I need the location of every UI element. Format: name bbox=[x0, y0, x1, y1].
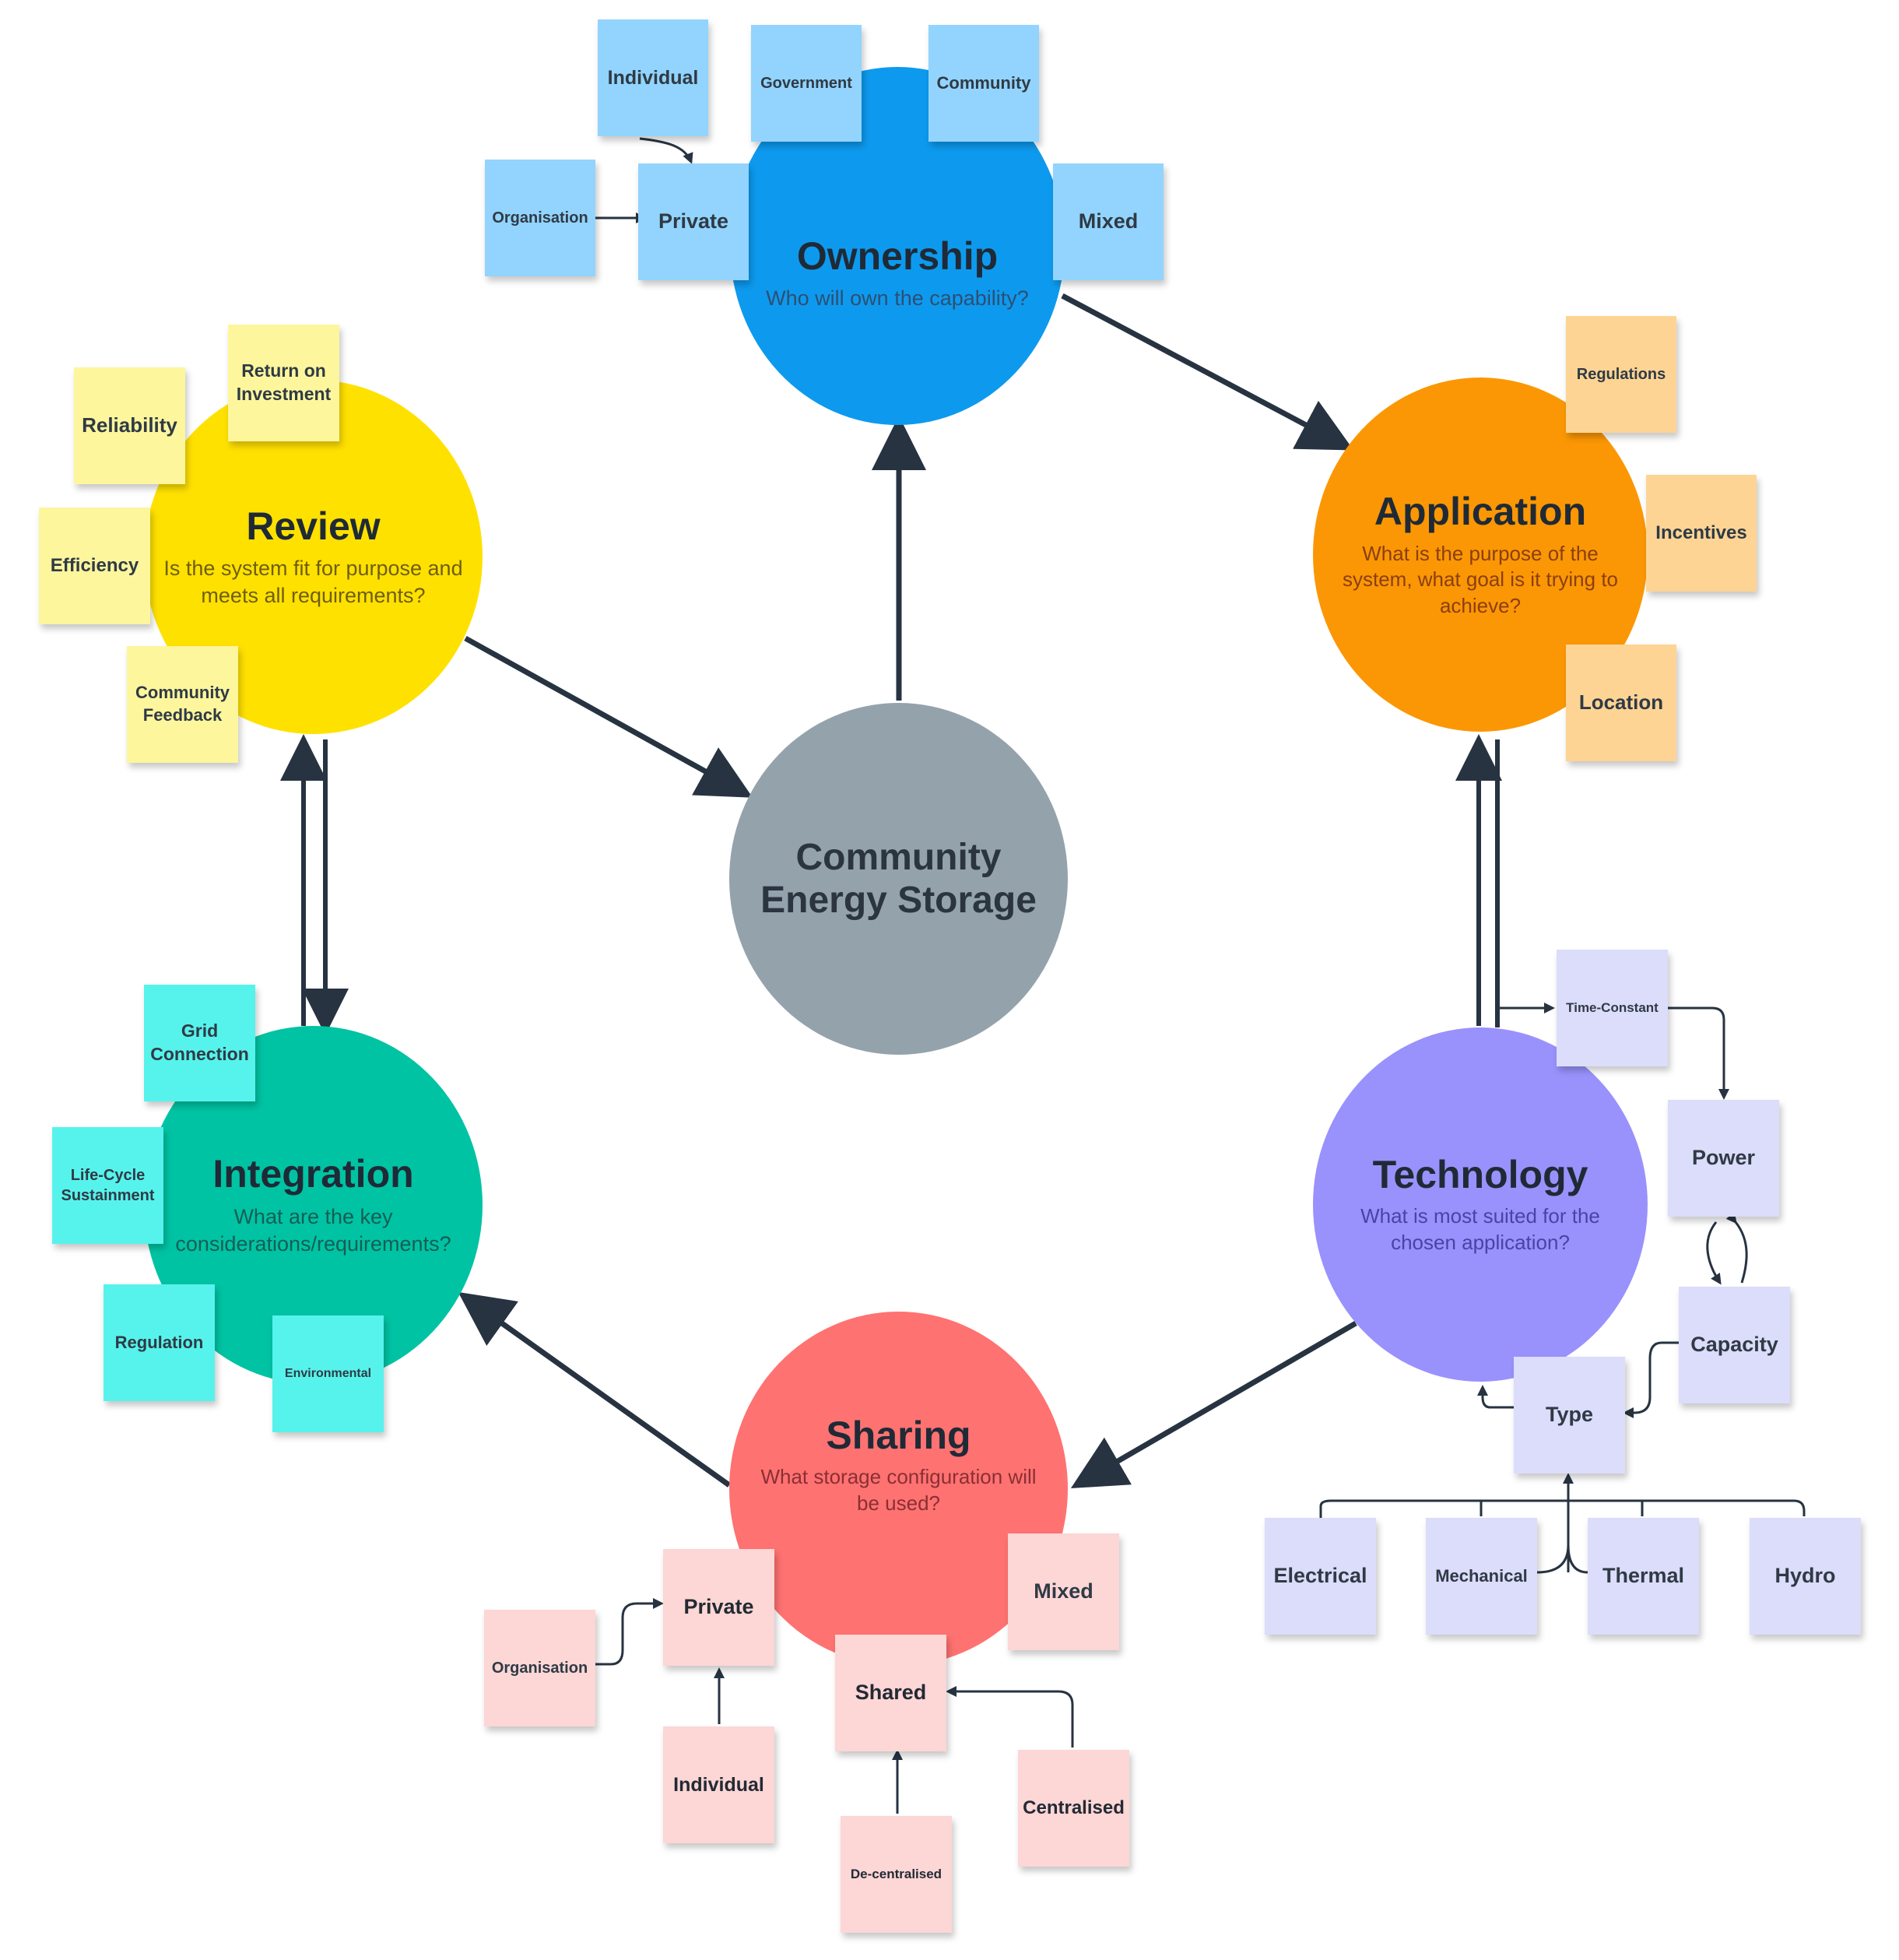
note-application-regulations[interactable]: Regulations bbox=[1566, 316, 1676, 433]
note-integration-regulation[interactable]: Regulation bbox=[104, 1284, 215, 1401]
note-integration-life-cycle[interactable]: Life-Cycle Sustainment bbox=[52, 1127, 163, 1244]
arrow-review-to-hub bbox=[464, 635, 753, 798]
sharing-question: What storage configuration will be used? bbox=[760, 1465, 1037, 1516]
link-timeconstant-power bbox=[1668, 1006, 1729, 1100]
note-sharing-mixed[interactable]: Mixed bbox=[1008, 1533, 1119, 1650]
link-centralised-shared bbox=[946, 1686, 1074, 1747]
technology-title: Technology bbox=[1372, 1152, 1588, 1196]
application-question: What is the purpose of the system, what … bbox=[1342, 541, 1619, 618]
technology-question: What is most suited for the chosen appli… bbox=[1360, 1204, 1600, 1255]
note-review-return-on-investment[interactable]: Return on Investment bbox=[228, 325, 339, 441]
link-capacity-type bbox=[1623, 1341, 1679, 1418]
review-question: Is the system fit for purpose and meets … bbox=[163, 557, 463, 608]
note-sharing-shared[interactable]: Shared bbox=[835, 1635, 946, 1751]
link-power-capacity bbox=[1706, 1221, 1722, 1285]
note-ownership-community[interactable]: Community bbox=[928, 25, 1039, 142]
note-sharing-individual[interactable]: Individual bbox=[663, 1726, 774, 1843]
note-sharing-centralised[interactable]: Centralised bbox=[1018, 1750, 1129, 1867]
note-sharing-organisation[interactable]: Organisation bbox=[484, 1610, 595, 1726]
note-ownership-mixed[interactable]: Mixed bbox=[1053, 163, 1164, 280]
note-ownership-government[interactable]: Government bbox=[751, 25, 862, 142]
arrow-ownership-to-application bbox=[1061, 293, 1354, 451]
link-type-technology bbox=[1477, 1385, 1516, 1409]
note-technology-electrical[interactable]: Electrical bbox=[1265, 1518, 1376, 1635]
note-sharing-private[interactable]: Private bbox=[663, 1549, 774, 1666]
link-individual-private bbox=[639, 137, 693, 164]
note-ownership-individual[interactable]: Individual bbox=[598, 19, 708, 136]
link-mechanical-bus bbox=[1536, 1544, 1570, 1574]
note-application-location[interactable]: Location bbox=[1566, 645, 1676, 761]
note-technology-mechanical[interactable]: Mechanical bbox=[1426, 1518, 1537, 1635]
note-review-efficiency[interactable]: Efficiency bbox=[39, 508, 150, 624]
link-thermal-bus bbox=[1567, 1544, 1588, 1574]
integration-title: Integration bbox=[212, 1152, 414, 1196]
note-ownership-organisation[interactable]: Organisation bbox=[485, 160, 595, 276]
arrow-technology-to-sharing bbox=[1070, 1320, 1357, 1489]
ownership-question: Who will own the capability? bbox=[766, 286, 1029, 311]
note-technology-time-constant[interactable]: Time-Constant bbox=[1557, 950, 1668, 1066]
note-ownership-private[interactable]: Private bbox=[638, 163, 749, 280]
note-integration-environmental[interactable]: Environmental bbox=[272, 1315, 384, 1432]
note-technology-power[interactable]: Power bbox=[1668, 1100, 1779, 1217]
arrow-sharing-to-integration bbox=[458, 1291, 732, 1488]
hub-title: Community Energy Storage bbox=[760, 836, 1037, 921]
note-technology-thermal[interactable]: Thermal bbox=[1588, 1518, 1699, 1635]
hub-circle[interactable]: Community Energy Storage bbox=[729, 703, 1068, 1055]
review-title: Review bbox=[246, 504, 381, 548]
note-application-incentives[interactable]: Incentives bbox=[1646, 475, 1757, 592]
integration-question: What are the key considerations/requirem… bbox=[175, 1204, 451, 1256]
note-integration-grid-connection[interactable]: Grid Connection bbox=[144, 985, 255, 1101]
ownership-title: Ownership bbox=[796, 234, 999, 278]
link-organisation-private-sharing bbox=[595, 1598, 664, 1666]
application-title: Application bbox=[1374, 490, 1587, 534]
link-capacity-power bbox=[1725, 1212, 1748, 1284]
note-review-community-feedback[interactable]: Community Feedback bbox=[127, 646, 238, 763]
note-technology-type[interactable]: Type bbox=[1514, 1357, 1625, 1474]
note-technology-capacity[interactable]: Capacity bbox=[1679, 1287, 1790, 1403]
link-types-bus bbox=[1319, 1499, 1806, 1516]
note-technology-hydro[interactable]: Hydro bbox=[1750, 1518, 1861, 1635]
note-sharing-decentralised[interactable]: De-centralised bbox=[841, 1816, 952, 1933]
sharing-title: Sharing bbox=[826, 1413, 971, 1457]
note-review-reliability[interactable]: Reliability bbox=[74, 367, 185, 484]
technology-circle[interactable]: Technology What is most suited for the c… bbox=[1313, 1027, 1648, 1382]
